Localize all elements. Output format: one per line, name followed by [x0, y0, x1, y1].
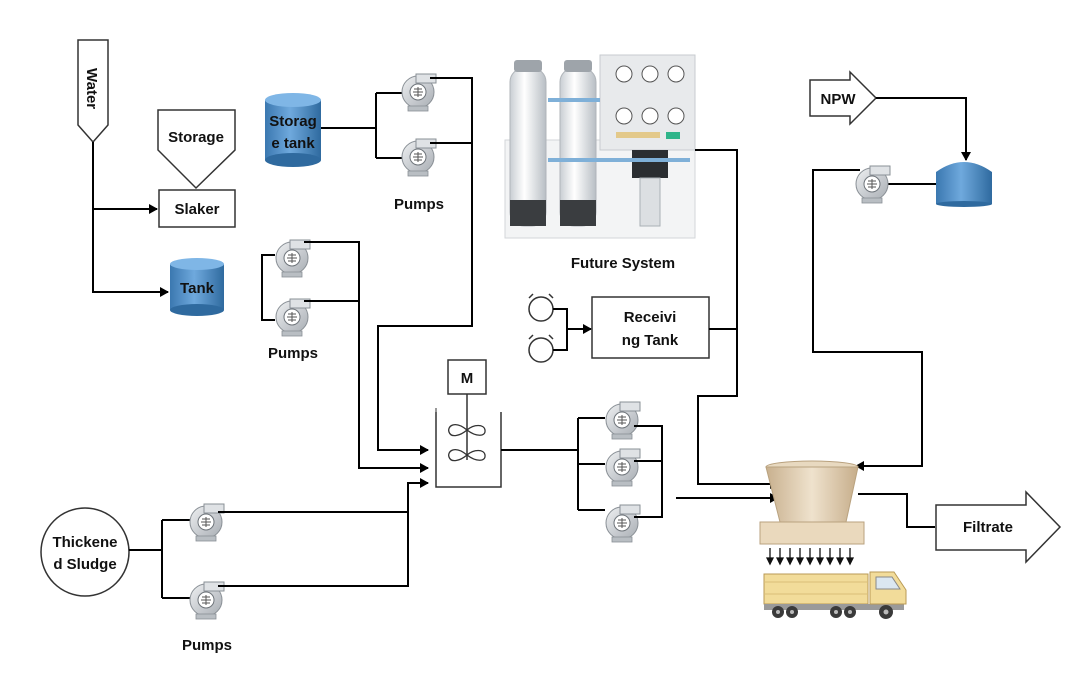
right-pumps-discharge-manifold [634, 425, 663, 518]
water-label: Water [83, 68, 100, 109]
dump-truck-icon [763, 571, 907, 619]
storage-tank: Storag e tank [265, 93, 321, 167]
sludge-suction-pipe [129, 519, 191, 599]
pump-npw-icon [855, 165, 891, 204]
npw-inlet-arrow: NPW [809, 70, 878, 126]
filtrate-outlet-arrow: Filtrate [935, 490, 1062, 564]
storage-tank-label-line2: e tank [271, 135, 315, 152]
future-system-unit [504, 54, 696, 239]
pump-right-2-icon [605, 448, 641, 487]
press-to-filtrate-pipe [858, 493, 935, 528]
pump-right-3-icon [605, 504, 641, 543]
bottom-pumps-discharge-pipe [218, 478, 429, 513]
storage-hopper: Storage [157, 109, 236, 190]
pump-mid-1-icon [275, 239, 311, 278]
npw-to-tank-pipe [876, 97, 971, 161]
pump-right-1-icon [605, 401, 641, 440]
future-system-to-press-pipe [695, 149, 779, 489]
slaker-label: Slaker [174, 201, 219, 218]
receiving-tank-label-line1: Receivi [624, 309, 677, 326]
npw-tank [936, 162, 992, 207]
gauge-icon [615, 65, 685, 125]
pump-top-1-icon [401, 73, 437, 112]
thickened-sludge-label-line1: Thickene [52, 534, 117, 551]
pump-mid-2-icon [275, 298, 311, 337]
storage-tank-label-line1: Storag [269, 113, 317, 130]
pumps-bottom-label: Pumps [182, 637, 232, 654]
mixer-motor-label: M [461, 370, 474, 387]
water-to-tank-pipe [92, 142, 169, 297]
filter-press-icon [759, 460, 865, 566]
future-system-label: Future System [571, 255, 675, 272]
pump-bottom-2-icon [189, 581, 225, 620]
mixer-impeller-icon [448, 424, 486, 437]
npw-to-press-pipe [812, 169, 923, 471]
receiving-tank-label-line2: ng Tank [622, 332, 679, 349]
mixer-tank: M [435, 359, 502, 488]
storage-tank-pipe [321, 92, 405, 159]
tank-lime: Tank [170, 258, 224, 316]
mid-pumps-loop [261, 254, 275, 321]
pump-top-2-icon [401, 138, 437, 177]
filtrate-label: Filtrate [963, 519, 1013, 536]
pump-bottom-1-icon [189, 503, 225, 542]
top-pumps-discharge-pipe [377, 77, 473, 455]
pumps-top-label: Pumps [394, 196, 444, 213]
tank-label: Tank [180, 280, 215, 297]
pumps-mid-label: Pumps [268, 345, 318, 362]
mixer-discharge-pipe [501, 417, 605, 511]
gauge-2-icon [528, 334, 554, 363]
gauges-to-receiving-tank-pipe [553, 308, 591, 351]
gauge-1-icon [528, 293, 554, 322]
bottom-pump2-discharge [218, 512, 409, 587]
water-inlet-arrow: Water [77, 39, 109, 144]
storage-label: Storage [168, 129, 224, 146]
npw-label: NPW [821, 91, 857, 108]
slaker-box: Slaker [158, 189, 236, 228]
thickened-sludge-label-line2: d Sludge [53, 556, 116, 573]
receiving-tank-box: Receivi ng Tank [591, 296, 710, 359]
mid-pumps-discharge-pipe [304, 241, 429, 473]
thickened-sludge-source: Thickene d Sludge [40, 507, 130, 597]
